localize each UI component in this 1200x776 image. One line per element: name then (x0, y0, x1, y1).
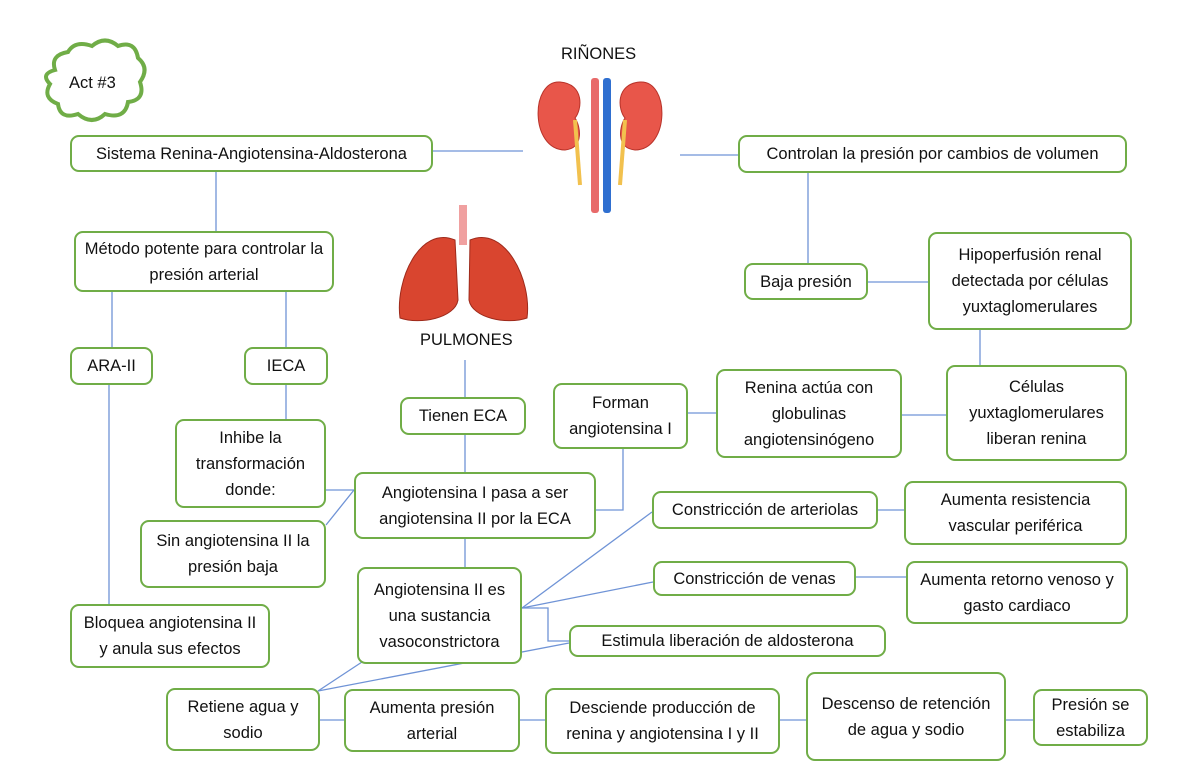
node-metodo: Método potente para controlar la presión… (74, 231, 334, 292)
node-sin-angiotensina: Sin angiotensina II la presión baja (140, 520, 326, 588)
lungs-label: PULMONES (420, 331, 513, 349)
node-estimula: Estimula liberación de aldosterona (569, 625, 886, 657)
node-angiotensina-ii: Angiotensina II es una sustancia vasocon… (357, 567, 522, 664)
activity-label: Act #3 (69, 74, 116, 92)
node-hipoperfusion: Hipoperfusión renal detectada por célula… (928, 232, 1132, 330)
node-forman: Forman angiotensina I (553, 383, 688, 449)
node-ieca: IECA (244, 347, 328, 385)
lungs-illustration (398, 205, 529, 322)
cloud-shape (44, 38, 147, 122)
node-arteriolas: Constricción de arteriolas (652, 491, 878, 529)
node-aumenta-presion: Aumenta presión arterial (344, 689, 520, 752)
node-inhibe: Inhibe la transformación donde: (175, 419, 326, 508)
node-resistencia: Aumenta resistencia vascular periférica (904, 481, 1127, 545)
node-sistema: Sistema Renina-Angiotensina-Aldosterona (70, 135, 433, 172)
node-venas: Constricción de venas (653, 561, 856, 596)
node-retiene: Retiene agua y sodio (166, 688, 320, 751)
node-baja-presion: Baja presión (744, 263, 868, 300)
node-descenso: Descenso de retención de agua y sodio (806, 672, 1006, 761)
node-bloquea: Bloquea angiotensina II y anula sus efec… (70, 604, 270, 668)
node-angiotensina-i: Angiotensina I pasa a ser angiotensina I… (354, 472, 596, 539)
node-desciende: Desciende producción de renina y angiote… (545, 688, 780, 754)
node-celulas: Células yuxtaglomerulares liberan renina (946, 365, 1127, 461)
kidneys-illustration (537, 78, 663, 213)
node-tienen-eca: Tienen ECA (400, 397, 526, 435)
kidneys-label: RIÑONES (561, 45, 637, 63)
node-controlan: Controlan la presión por cambios de volu… (738, 135, 1127, 173)
node-renina-actua: Renina actúa con globulinas angiotensinó… (716, 369, 902, 458)
node-estabiliza: Presión se estabiliza (1033, 689, 1148, 746)
node-retorno: Aumenta retorno venoso y gasto cardiaco (906, 561, 1128, 624)
node-ara: ARA-II (70, 347, 153, 385)
